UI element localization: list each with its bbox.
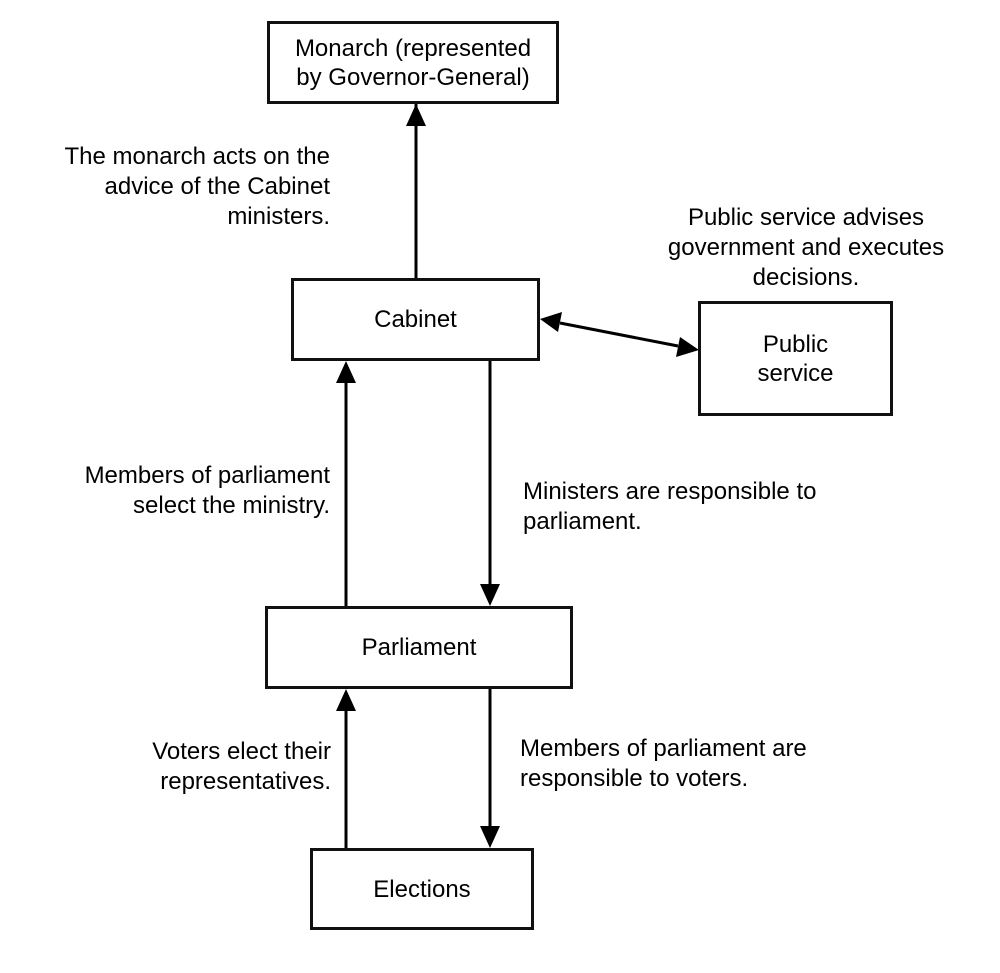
arrow-cabinet-public-service [559, 321, 679, 348]
arrowhead-down-icon [480, 584, 500, 606]
edge-label-select-ministry: Members of parliament select the ministr… [84, 462, 330, 519]
node-monarch: Monarch (represented by Governor-General… [267, 21, 559, 104]
arrowhead-up-icon [406, 104, 426, 126]
arrowhead-up-icon [336, 361, 356, 383]
edge-label-mps-responsible: Members of parliament are responsible to… [520, 735, 807, 792]
node-elections-label: Elections [373, 875, 471, 903]
edge-label-public-service: Public service advises government and ex… [667, 204, 945, 291]
arrowhead-left-icon [540, 312, 562, 332]
node-parliament-label: Parliament [361, 634, 477, 661]
node-public-service-label: Public service [757, 330, 834, 387]
arrowhead-up-icon [336, 689, 356, 711]
edge-label-voters-elect: Voters elect their representatives. [152, 738, 331, 795]
edge-label-ministers-responsible: Ministers are responsible to parliament. [523, 478, 817, 535]
node-parliament: Parliament [265, 606, 573, 689]
node-monarch-label: Monarch (represented by Governor-General… [294, 34, 532, 91]
node-elections: Elections [310, 848, 534, 930]
arrowhead-down-icon [480, 826, 500, 848]
node-public-service: Public service [698, 301, 893, 416]
node-cabinet-label: Cabinet [374, 306, 457, 333]
edge-label-monarch-advice: The monarch acts on the advice of the Ca… [64, 143, 330, 230]
node-cabinet: Cabinet [291, 278, 540, 361]
arrowhead-right-icon [676, 337, 699, 357]
